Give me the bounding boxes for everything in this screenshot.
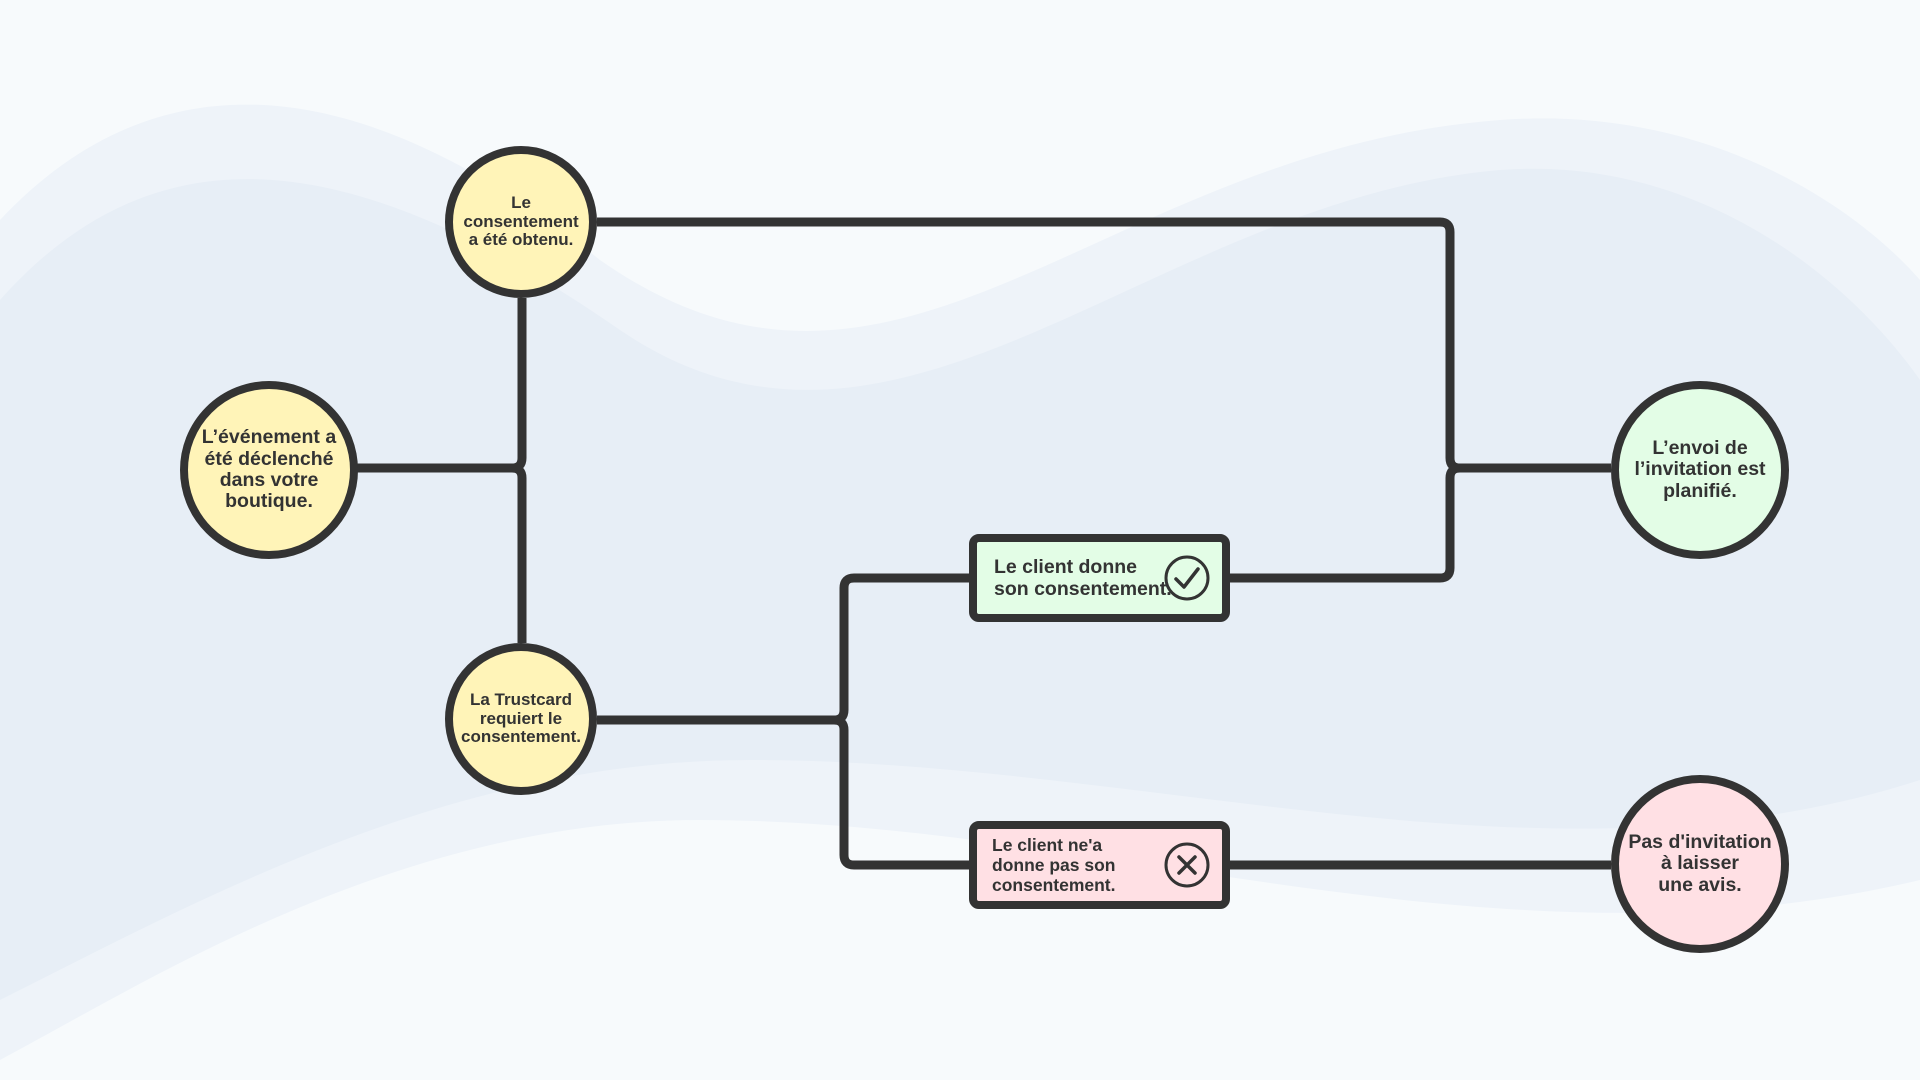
client-not-gives-consent-label: Le client ne'a donne pas son consentemen… [992,834,1116,896]
connector-start-requires [352,463,527,643]
trustcard-requires-label: La Trustcard requiert le consentement. [461,689,581,747]
connector-requires-notgives [597,715,969,870]
client-gives-consent-label: Le client donne son consentement. [994,555,1172,600]
connector-gives-planned [1230,463,1611,583]
consent-obtained-label: Le consentement a été obtenu. [463,192,579,250]
connector-requires-gives [597,573,969,725]
invite-planned-label: L’envoi de l’invitation est planifié. [1634,436,1766,502]
no-invite-label: Pas d'invitation à laisser une avis. [1628,830,1772,896]
trustcard-requires-node: La Trustcard requiert le consentement. [445,643,597,795]
client-gives-consent-box: Le client donne son consentement. [969,534,1230,622]
consent-obtained-node: Le consentement a été obtenu. [445,146,597,298]
check-circle-icon [1164,555,1210,601]
no-invite-node: Pas d'invitation à laisser une avis. [1611,775,1789,953]
connector-start-consent [352,298,527,473]
invite-planned-node: L’envoi de l’invitation est planifié. [1611,381,1789,559]
x-circle-icon [1164,842,1210,888]
connector-consent-planned [597,217,1611,473]
client-not-gives-consent-box: Le client ne'a donne pas son consentemen… [969,821,1230,909]
event-triggered-label: L’événement a été déclenché dans votre b… [201,426,337,513]
event-triggered-node: L’événement a été déclenché dans votre b… [180,381,358,559]
